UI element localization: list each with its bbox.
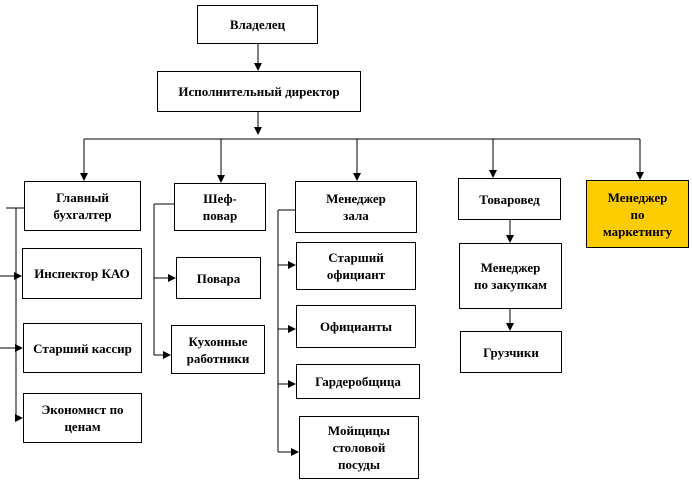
node-head-waiter: Старший официант bbox=[296, 242, 416, 290]
node-purchasing-manager: Менеджер по закупкам bbox=[459, 243, 562, 309]
node-marketing-manager: Менеджер по маркетингу bbox=[586, 180, 689, 248]
node-inspector-kao: Инспектор КАО bbox=[22, 248, 142, 299]
node-waiters: Официанты bbox=[296, 305, 416, 348]
node-exec-director: Исполнительный директор bbox=[157, 71, 361, 112]
node-senior-cashier: Старший кассир bbox=[23, 323, 142, 373]
node-cooks: Повара bbox=[176, 257, 261, 299]
node-chief-accountant: Главный бухгалтер bbox=[24, 181, 141, 231]
node-merchandiser: Товаровед bbox=[458, 178, 561, 220]
node-kitchen-workers: Кухонные работники bbox=[171, 325, 265, 374]
node-loaders: Грузчики bbox=[460, 331, 562, 373]
node-cloakroom: Гардеробщица bbox=[296, 364, 420, 399]
node-hall-manager: Менеджер зала bbox=[295, 181, 417, 233]
node-owner: Владелец bbox=[197, 5, 318, 44]
node-dishwashers: Мойщицы столовой посуды bbox=[299, 416, 419, 479]
node-price-economist: Экономист по ценам bbox=[23, 393, 142, 443]
node-chef: Шеф-повар bbox=[174, 183, 266, 231]
